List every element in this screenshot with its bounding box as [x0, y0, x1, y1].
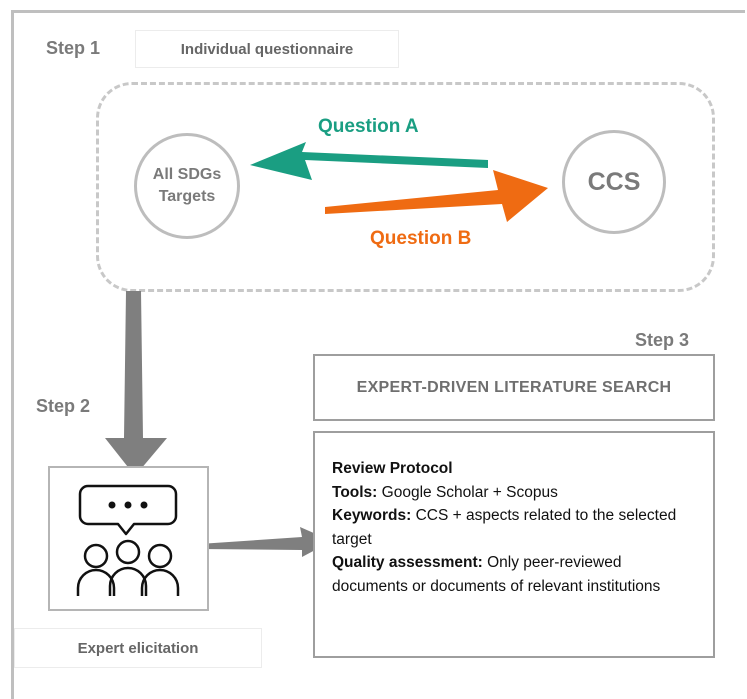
literature-search-title: EXPERT-DRIVEN LITERATURE SEARCH	[313, 354, 715, 421]
outer-frame	[11, 10, 745, 699]
questionnaire-region	[96, 82, 715, 292]
step1-title: Individual questionnaire	[135, 30, 399, 68]
expert-group-box	[48, 466, 209, 611]
question-b-arrow	[325, 170, 548, 222]
question-b-label: Question B	[370, 228, 472, 249]
expert-group-icon	[76, 484, 180, 596]
protocol-tools: Tools: Google Scholar + Scopus	[332, 483, 558, 501]
ccs-node: CCS	[562, 130, 666, 234]
protocol-quality: Quality assessment: Only peer-reviewed d…	[332, 554, 661, 595]
sdg-targets-node: All SDGs Targets	[134, 133, 240, 239]
step3-label: Step 3	[635, 330, 690, 350]
down-arrow	[105, 291, 167, 476]
question-a-arrow	[250, 142, 488, 180]
step2-label: Step 2	[36, 396, 91, 416]
right-arrow	[199, 527, 332, 557]
review-protocol-box: Review Protocol Tools: Google Scholar + …	[313, 431, 715, 658]
protocol-keywords: Keywords: CCS + aspects related to the s…	[332, 507, 677, 548]
step1-label: Step 1	[46, 38, 101, 58]
protocol-heading: Review Protocol	[332, 460, 453, 477]
question-a-label: Question A	[318, 116, 419, 137]
expert-elicitation-caption: Expert elicitation	[14, 628, 262, 668]
